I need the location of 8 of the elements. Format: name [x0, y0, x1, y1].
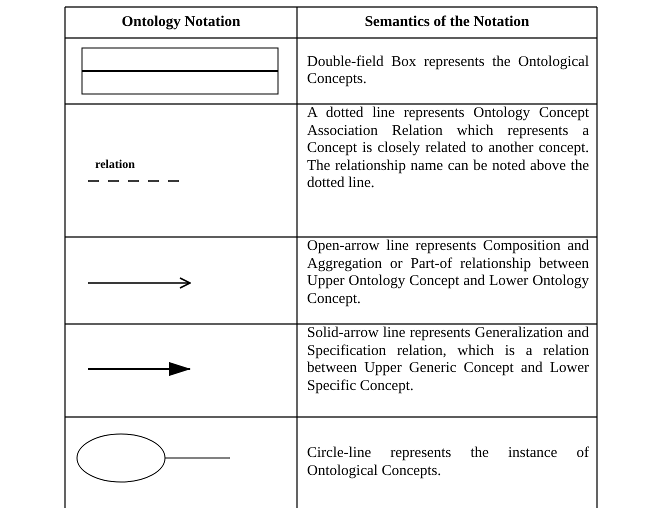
column-header: Semantics of the Notation [364, 14, 530, 32]
semantics-text: Double-field Box represents the Ontological Concepts. [307, 54, 589, 88]
semantics-text: Circle-line represents the instance of Ontological Concepts. [307, 445, 589, 480]
semantics-text: Solid-arrow line represents Generalization and Specification relation, which is a relation between Upper Generic Concept and Lower Specific Concept. [307, 325, 589, 395]
relation-label: relation [95, 156, 135, 174]
semantics-text: A dotted line represents Ontology Concept Association Relation which represents a Concept is closely related to another concept. The relationship name can be noted above the dotted line. [307, 105, 589, 192]
column-header: Ontology Notation [122, 14, 240, 32]
semantics-text: Open-arrow line represents Composition and Aggregation or Part-of relationship between Upper Ontology Concept and Lower Ontology Concept. [307, 238, 589, 308]
